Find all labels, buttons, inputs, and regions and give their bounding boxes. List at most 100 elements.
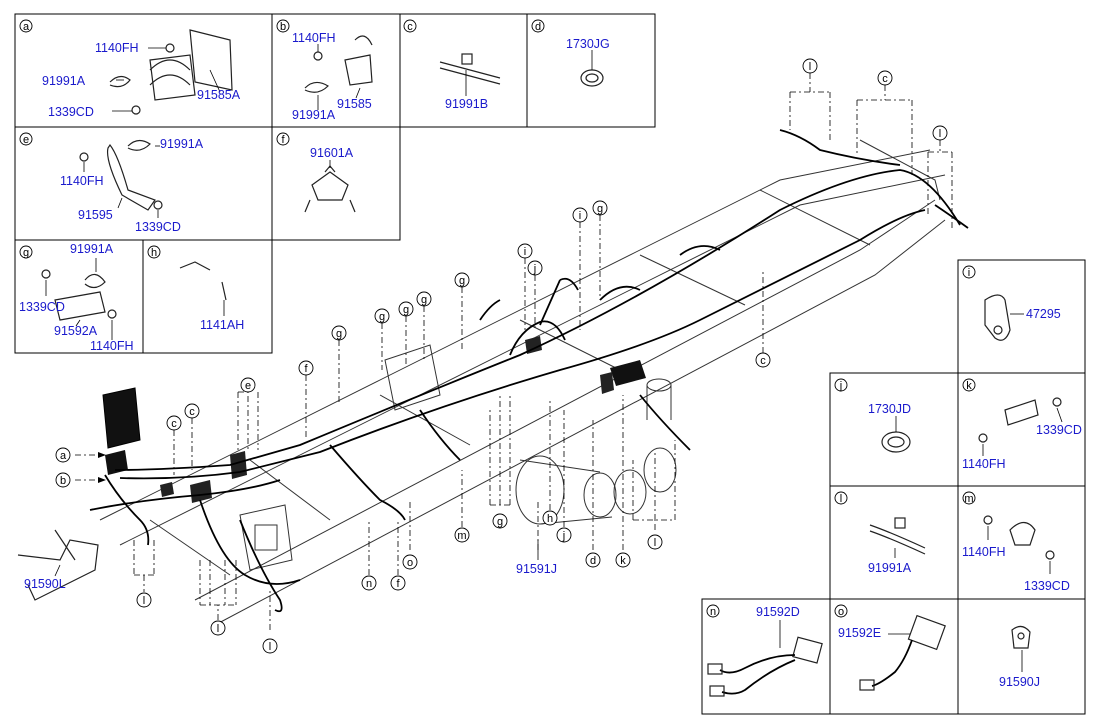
- panel-letter-e: e: [19, 132, 33, 146]
- svg-text:j: j: [839, 380, 842, 392]
- callout-a: a: [55, 447, 71, 463]
- panel-m-drawing: [983, 515, 1055, 574]
- part-label-91991A-e: 91991A: [160, 137, 204, 151]
- panel-n-drawing: [707, 620, 823, 697]
- svg-text:l: l: [143, 595, 145, 607]
- callout-c-2: c: [184, 403, 200, 419]
- callout-c-3: c: [755, 352, 771, 368]
- panel-e-drawing: [79, 139, 163, 218]
- leader-91590L: [54, 564, 61, 577]
- callout-g-7: g: [492, 513, 508, 529]
- svg-text:g: g: [403, 304, 409, 316]
- svg-text:g: g: [497, 516, 503, 528]
- svg-text:c: c: [189, 406, 195, 418]
- svg-text:l: l: [654, 537, 656, 549]
- svg-text:k: k: [620, 555, 626, 567]
- svg-text:f: f: [396, 578, 400, 590]
- part-label-1140FH-e: 1140FH: [60, 174, 104, 188]
- svg-text:h: h: [547, 513, 553, 525]
- part-label-91585A: 91585A: [197, 88, 241, 102]
- callout-j-1: j: [527, 260, 543, 276]
- part-label-1140FH-m: 1140FH: [962, 545, 1006, 559]
- arrow-b-icon: [98, 477, 106, 483]
- svg-text:n: n: [710, 606, 716, 618]
- callout-c-top: c: [877, 70, 893, 86]
- part-label-1339CD-k: 1339CD: [1036, 423, 1082, 437]
- panel-letter-l: l: [834, 491, 848, 505]
- callout-i-1: i: [517, 243, 533, 259]
- panel-letter-g: g: [19, 245, 33, 259]
- part-label-91991B: 91991B: [445, 97, 488, 111]
- callout-h: h: [542, 510, 558, 526]
- svg-text:d: d: [535, 21, 541, 33]
- part-label-1339CD-a: 1339CD: [48, 105, 94, 119]
- panel-b-drawing: [304, 35, 373, 110]
- callout-l-top-1: l: [802, 58, 818, 74]
- callout-n: n: [361, 575, 377, 591]
- panel-f-drawing: [304, 160, 356, 213]
- svg-text:l: l: [939, 128, 941, 140]
- svg-text:c: c: [407, 21, 413, 33]
- panel-letter-k: k: [962, 378, 976, 392]
- part-label-91585: 91585: [337, 97, 372, 111]
- part-label-91991A-g: 91991A: [70, 242, 114, 256]
- svg-text:k: k: [966, 380, 972, 392]
- callout-l-4: l: [647, 534, 663, 550]
- callout-c-1: c: [166, 415, 182, 431]
- svg-text:i: i: [579, 210, 581, 222]
- part-label-1140FH-g: 1140FH: [90, 339, 134, 353]
- panel-clip-drawing: [1011, 625, 1031, 672]
- part-label-91592A: 91592A: [54, 324, 98, 338]
- svg-text:f: f: [304, 363, 308, 375]
- panel-g-drawing: [41, 258, 117, 340]
- part-label-91991A-b: 91991A: [292, 108, 336, 122]
- leader-lines: [75, 73, 953, 630]
- part-label-91590L: 91590L: [24, 577, 66, 591]
- svg-text:a: a: [60, 450, 67, 462]
- panel-letter-m: m: [962, 491, 976, 505]
- part-label-91591J: 91591J: [516, 562, 557, 576]
- panel-j-drawing: [881, 416, 911, 453]
- callout-f-1: f: [298, 360, 314, 376]
- callout-l-3: l: [262, 638, 278, 654]
- part-label-1730JG: 1730JG: [566, 37, 610, 51]
- part-label-1141AH: 1141AH: [200, 318, 244, 332]
- panel-letter-b: b: [276, 19, 290, 33]
- callout-g-2: g: [374, 308, 390, 324]
- svg-text:d: d: [590, 555, 596, 567]
- ecu-module: [102, 336, 646, 503]
- callout-l-1: l: [136, 592, 152, 608]
- svg-text:m: m: [964, 493, 973, 505]
- svg-text:i: i: [968, 267, 970, 279]
- part-label-47295: 47295: [1026, 307, 1061, 321]
- callout-g-5: g: [454, 272, 470, 288]
- svg-text:g: g: [421, 294, 427, 306]
- callout-k: k: [615, 552, 631, 568]
- part-label-1339CD-e: 1339CD: [135, 220, 181, 234]
- callout-m: m: [454, 527, 470, 543]
- part-label-1140FH-k: 1140FH: [962, 457, 1006, 471]
- svg-text:e: e: [23, 134, 29, 146]
- svg-text:j: j: [533, 263, 536, 275]
- part-label-91595: 91595: [78, 208, 113, 222]
- svg-text:b: b: [60, 475, 66, 487]
- panel-letter-i: i: [962, 265, 976, 279]
- panel-h-drawing: [179, 261, 227, 316]
- callout-i-2: i: [572, 207, 588, 223]
- callout-f-2: f: [390, 575, 406, 591]
- panel-l-drawing: [869, 517, 926, 558]
- svg-text:c: c: [760, 355, 766, 367]
- svg-text:a: a: [23, 21, 30, 33]
- svg-text:l: l: [217, 623, 219, 635]
- panel-a-drawing: [109, 29, 233, 115]
- svg-text:g: g: [336, 328, 342, 340]
- panel-c-drawing: [439, 53, 501, 96]
- callout-b: b: [55, 472, 71, 488]
- svg-text:m: m: [457, 530, 466, 542]
- panel-letter-c: c: [403, 19, 417, 33]
- callout-e: e: [240, 377, 256, 393]
- svg-text:c: c: [171, 418, 177, 430]
- panel-o-drawing: [859, 614, 946, 691]
